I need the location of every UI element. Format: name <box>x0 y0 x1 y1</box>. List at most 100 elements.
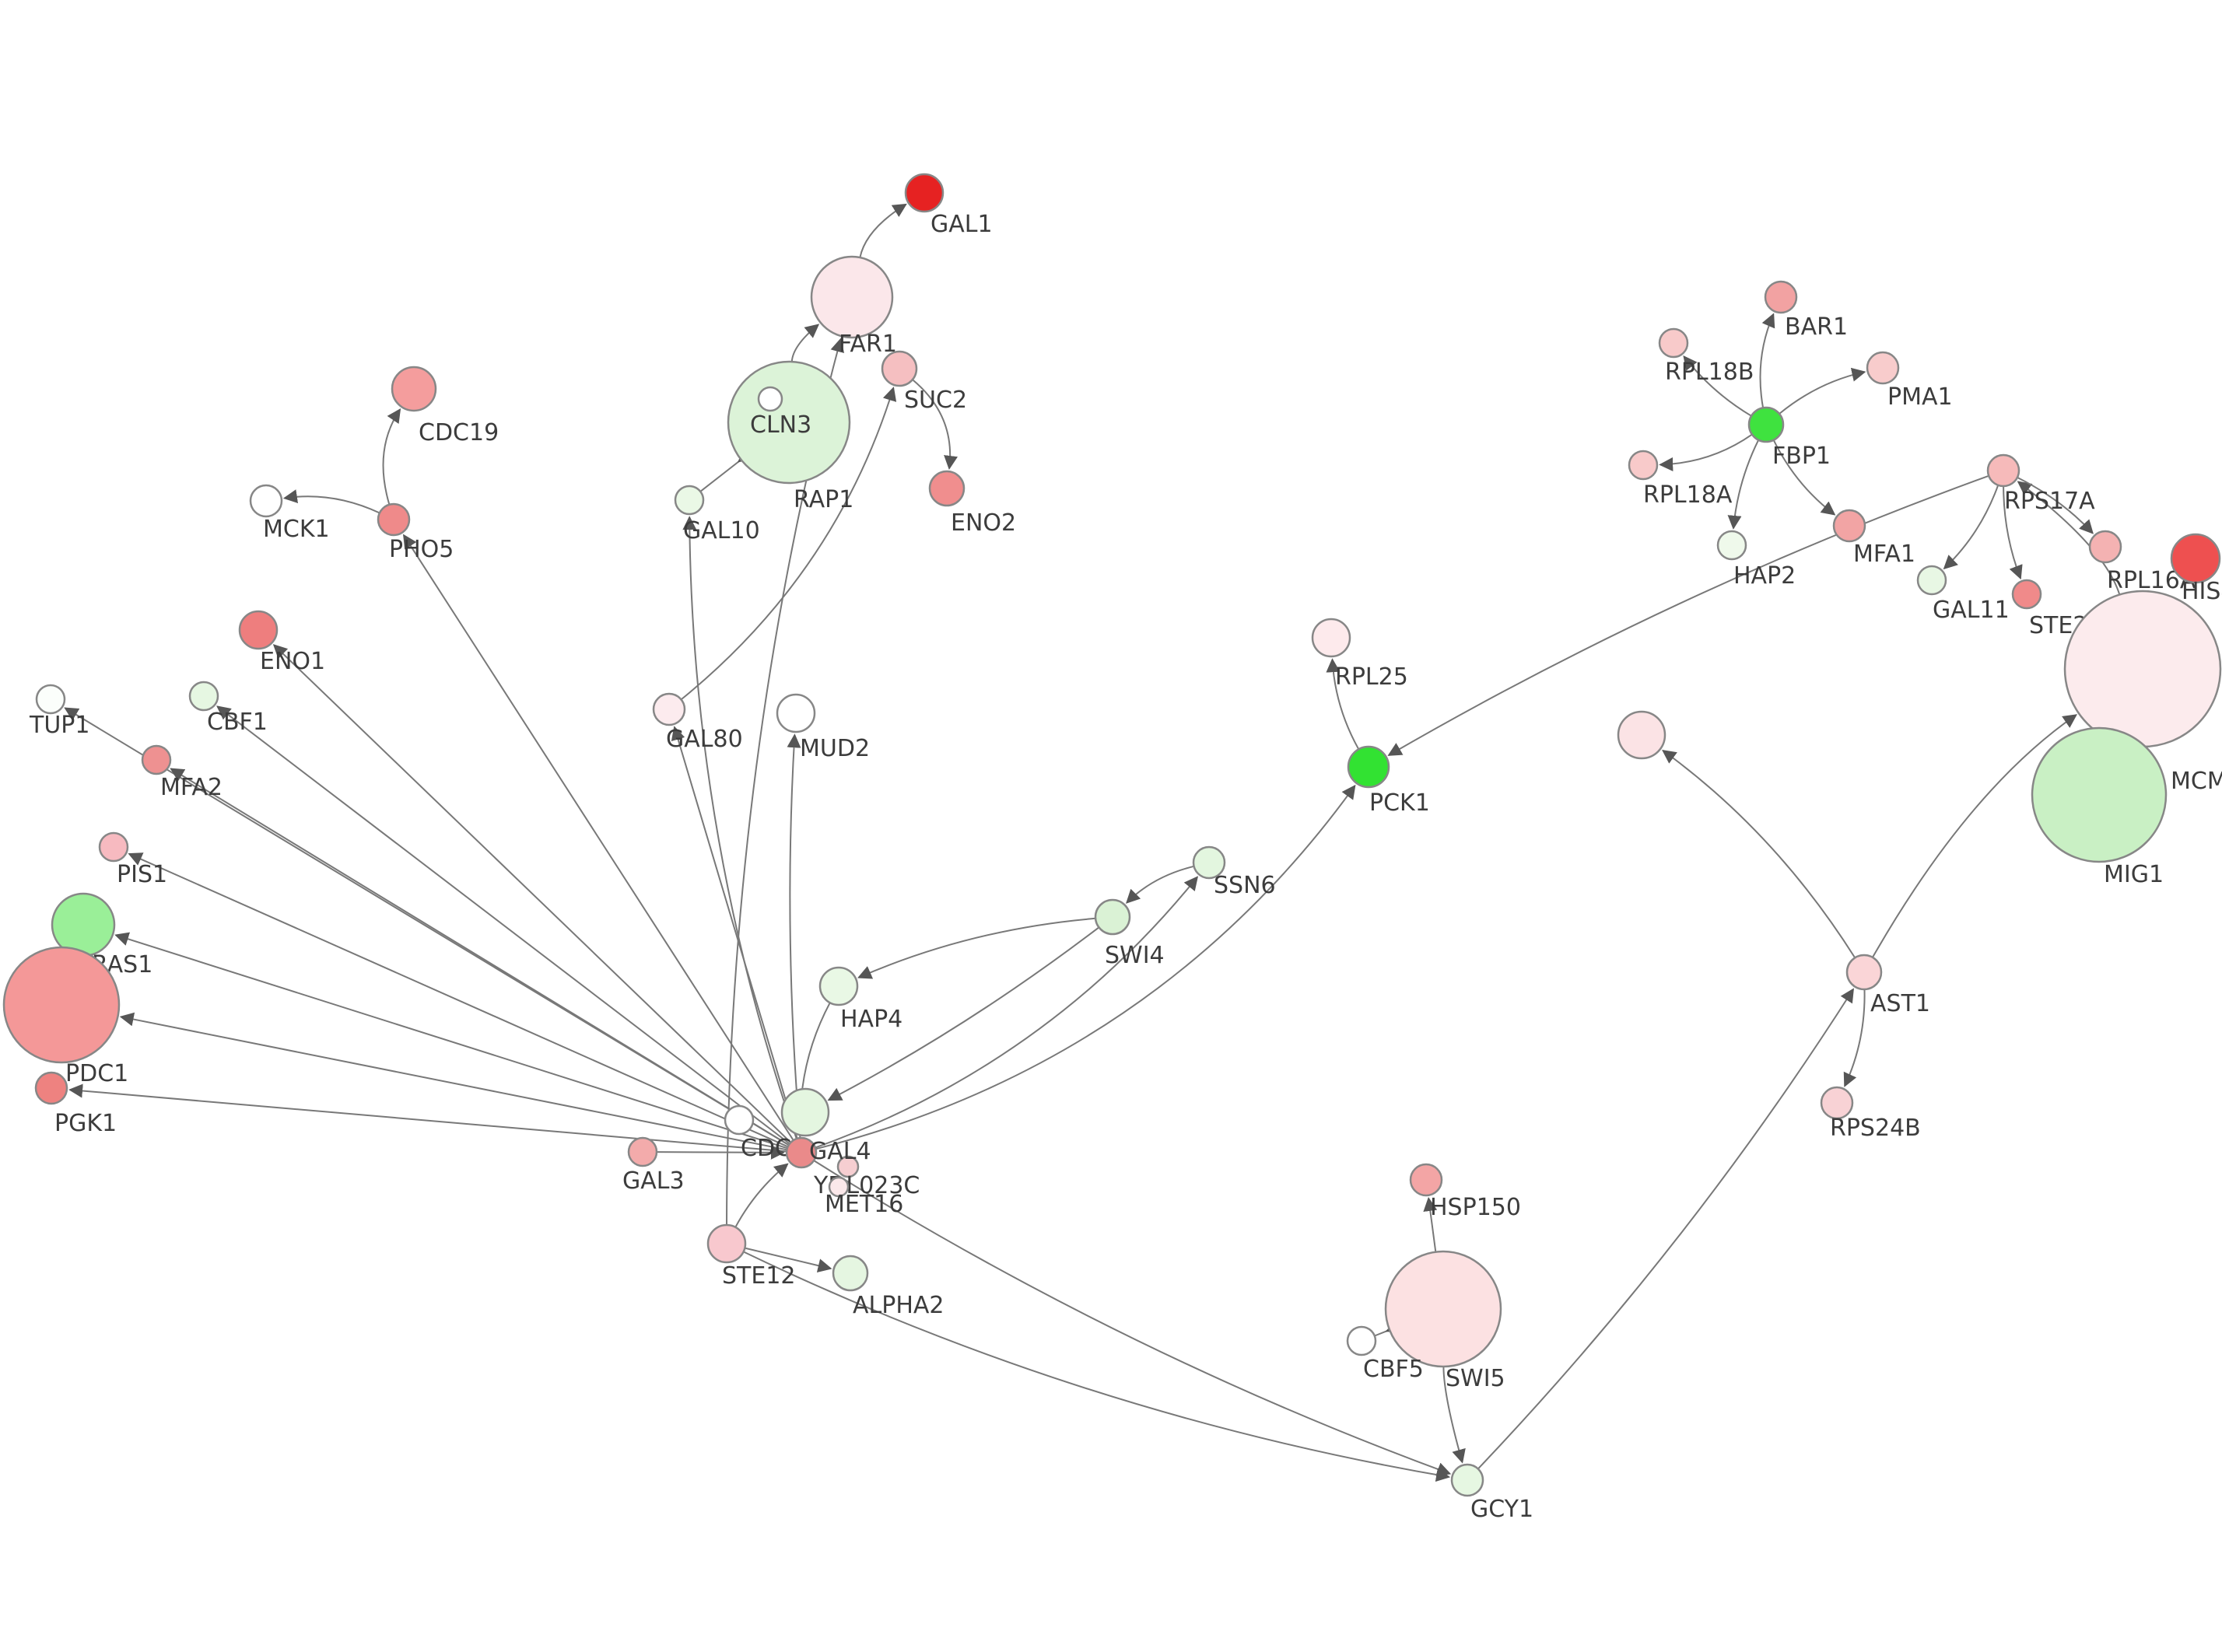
node-circle-ydl023c[interactable] <box>836 1155 860 1178</box>
node-fbp1[interactable]: FBP1 <box>1747 406 1831 470</box>
node-rpl18b[interactable]: RPL18B <box>1658 327 1754 386</box>
node-circle-rpl18b[interactable] <box>1658 327 1689 359</box>
node-circle-suc2[interactable] <box>881 350 918 387</box>
node-pdc1[interactable]: PDC1 <box>2 946 128 1087</box>
node-circle-gal3[interactable] <box>627 1136 658 1167</box>
node-ydl023c[interactable]: YDL023C <box>813 1155 920 1199</box>
node-mig1[interactable]: MIG1 <box>2031 726 2168 888</box>
node-hap2[interactable]: HAP2 <box>1716 530 1796 590</box>
node-circle-far1[interactable] <box>810 255 894 339</box>
node-circle-gcy1[interactable] <box>1450 1463 1484 1497</box>
node-hsp150[interactable]: HSP150 <box>1409 1163 1521 1221</box>
node-circle-mud2[interactable] <box>776 693 816 733</box>
node-gal3[interactable]: GAL3 <box>622 1136 685 1195</box>
node-circle-hap2[interactable] <box>1716 530 1747 561</box>
node-gal4[interactable]: GAL4 <box>785 1136 871 1169</box>
node-alpha2[interactable]: ALPHA2 <box>832 1255 945 1319</box>
node-circle-met16[interactable] <box>828 1176 850 1198</box>
node-circle-blank2[interactable] <box>724 1104 755 1136</box>
node-circle-mfa1[interactable] <box>1832 509 1866 543</box>
node-gcy1[interactable]: GCY1 <box>1450 1463 1533 1523</box>
node-circle-mfa2[interactable] <box>141 744 172 775</box>
node-mcm1[interactable]: MCM1 <box>2063 590 2222 795</box>
node-his4[interactable]: HIS4 <box>2170 533 2222 605</box>
node-circle-cbf1[interactable] <box>188 681 219 712</box>
node-circle-cdc6[interactable] <box>780 1087 830 1137</box>
node-cln3[interactable]: CLN3 <box>727 360 851 485</box>
node-circle-blank1[interactable] <box>1617 710 1666 760</box>
node-tup1[interactable]: TUP1 <box>29 684 89 739</box>
node-circle-ste2[interactable] <box>2011 579 2042 610</box>
node-circle-cbf5[interactable] <box>1346 1325 1377 1356</box>
node-circle-hap4[interactable] <box>818 966 859 1006</box>
node-swi5[interactable]: SWI5 <box>1384 1250 1505 1392</box>
node-rap1[interactable]: RAP1 <box>757 386 853 513</box>
node-circle-gal10[interactable] <box>674 485 705 516</box>
node-rpl18a[interactable]: RPL18A <box>1628 450 1733 509</box>
node-pgk1[interactable]: PGK1 <box>34 1071 117 1137</box>
node-circle-pdc1[interactable] <box>2 946 121 1064</box>
node-circle-rpl25[interactable] <box>1311 618 1351 658</box>
node-rpl25[interactable]: RPL25 <box>1311 618 1408 691</box>
node-cbf1[interactable]: CBF1 <box>188 681 268 736</box>
node-cdc19[interactable]: CDC19 <box>391 366 499 446</box>
node-far1[interactable]: FAR1 <box>810 255 897 358</box>
node-circle-bar1[interactable] <box>1764 280 1798 314</box>
node-mfa2[interactable]: MFA2 <box>141 744 223 801</box>
node-hap4[interactable]: HAP4 <box>818 966 902 1033</box>
node-circle-rpl16a[interactable] <box>2088 530 2122 564</box>
node-circle-swi5[interactable] <box>1384 1250 1502 1368</box>
node-eno1[interactable]: ENO1 <box>238 610 325 675</box>
node-ast1[interactable]: AST1 <box>1845 954 1930 1017</box>
node-ste12[interactable]: STE12 <box>706 1223 796 1290</box>
node-circle-fbp1[interactable] <box>1747 406 1785 443</box>
node-circle-mig1[interactable] <box>2031 726 2168 863</box>
node-circle-his4[interactable] <box>2170 533 2221 584</box>
node-circle-tup1[interactable] <box>35 684 66 715</box>
node-circle-pho5[interactable] <box>377 502 411 537</box>
node-circle-rpl18a[interactable] <box>1628 450 1659 481</box>
node-circle-mcm1[interactable] <box>2063 590 2222 748</box>
node-rps17a[interactable]: RPS17A <box>1986 453 2095 515</box>
node-circle-rap1[interactable] <box>757 386 783 412</box>
node-circle-cdc19[interactable] <box>391 366 437 412</box>
node-circle-mck1[interactable] <box>249 484 283 518</box>
node-circle-pgk1[interactable] <box>34 1071 68 1105</box>
node-pho5[interactable]: PHO5 <box>377 502 454 563</box>
node-circle-alpha2[interactable] <box>832 1255 869 1292</box>
node-pma1[interactable]: PMA1 <box>1866 351 1953 411</box>
node-gal1[interactable]: GAL1 <box>904 173 993 238</box>
node-circle-hsp150[interactable] <box>1409 1163 1443 1197</box>
node-circle-rps17a[interactable] <box>1986 453 2020 488</box>
node-met16[interactable]: MET16 <box>825 1176 903 1218</box>
node-circle-pma1[interactable] <box>1866 351 1900 385</box>
node-circle-eno2[interactable] <box>928 470 966 507</box>
node-circle-ste12[interactable] <box>706 1223 747 1264</box>
node-gal80[interactable]: GAL80 <box>652 692 743 753</box>
node-circle-gal80[interactable] <box>652 692 686 726</box>
node-circle-rps24b[interactable] <box>1820 1086 1854 1120</box>
node-mud2[interactable]: MUD2 <box>776 693 870 762</box>
node-circle-gal1[interactable] <box>904 173 945 213</box>
node-bar1[interactable]: BAR1 <box>1764 280 1848 341</box>
node-unlabeled-1[interactable] <box>1617 710 1666 760</box>
node-circle-gal4[interactable] <box>785 1136 818 1169</box>
node-pck1[interactable]: PCK1 <box>1347 745 1430 817</box>
node-circle-ssn6[interactable] <box>1192 845 1226 880</box>
node-gal10[interactable]: GAL10 <box>674 485 760 544</box>
node-circle-cln3[interactable] <box>727 360 851 485</box>
node-circle-eno1[interactable] <box>238 610 279 650</box>
node-circle-pck1[interactable] <box>1347 745 1390 789</box>
node-ssn6[interactable]: SSN6 <box>1192 845 1276 899</box>
node-circle-swi4[interactable] <box>1094 898 1131 936</box>
node-circle-pis1[interactable] <box>98 831 129 863</box>
node-cbf5[interactable]: CBF5 <box>1346 1325 1424 1383</box>
node-swi4[interactable]: SWI4 <box>1094 898 1165 969</box>
node-circle-gal11[interactable] <box>1916 565 1947 596</box>
node-pis1[interactable]: PIS1 <box>98 831 167 888</box>
node-rps24b[interactable]: RPS24B <box>1820 1086 1921 1142</box>
node-suc2[interactable]: SUC2 <box>881 350 967 414</box>
node-gal11[interactable]: GAL11 <box>1916 565 2010 624</box>
node-eno2[interactable]: ENO2 <box>928 470 1016 537</box>
